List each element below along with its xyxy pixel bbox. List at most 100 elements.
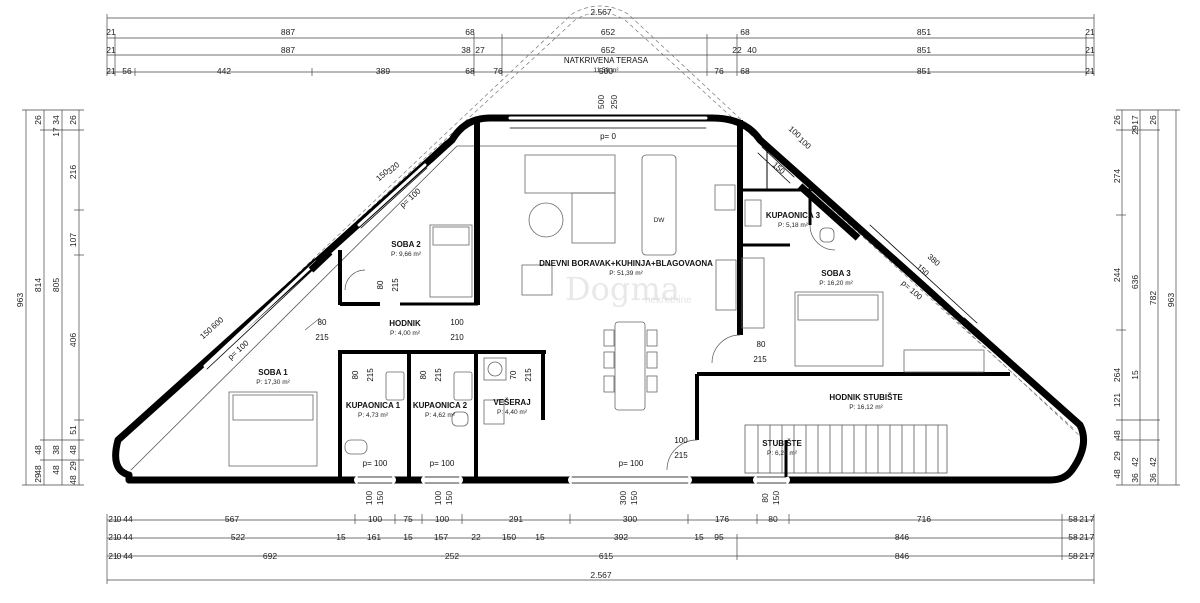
- dim-label: 150: [502, 532, 516, 542]
- dim-label: 652: [601, 27, 615, 37]
- dim-label: 15: [336, 532, 346, 542]
- dim-label: 21: [106, 27, 116, 37]
- dim-label: 887: [281, 45, 295, 55]
- dim-label: 0: [117, 532, 122, 542]
- room-soba1-name: SOBA 1: [258, 368, 288, 377]
- dim-label: 51: [68, 425, 78, 435]
- dim-label: 176: [715, 514, 729, 524]
- window-width: 600: [209, 315, 225, 331]
- dim-label: 21: [108, 514, 118, 524]
- room-kup2-name: KUPAONICA 2: [413, 401, 468, 410]
- dim-label: 22: [732, 45, 742, 55]
- dim-label: 157: [434, 532, 448, 542]
- dim-label: 274: [1112, 169, 1122, 183]
- door-width: 80: [318, 318, 327, 327]
- terrace-outline: [123, 5, 1083, 439]
- door-width: 80: [376, 280, 385, 289]
- top-total-width: 2.567: [590, 7, 612, 17]
- room-soba1-area: P: 17,30 m²: [256, 379, 290, 386]
- dim-label: 29: [68, 461, 78, 471]
- left-dim-labels: 963 814 48 48 805 38 48 26 216 107 406 5…: [15, 115, 78, 485]
- dim-label: 636: [1130, 275, 1140, 289]
- dim-label: 392: [614, 532, 628, 542]
- dim-label: 21: [1085, 66, 1095, 76]
- room-hodnik-stubiste-name: HODNIK STUBIŠTE: [829, 393, 903, 402]
- room-stubiste-name: STUBIŠTE: [762, 439, 802, 448]
- dim-label: 80: [760, 493, 770, 503]
- dim-label: 26: [1112, 115, 1122, 125]
- door-width: 100: [674, 436, 688, 445]
- note-p100-kup2: p= 100: [430, 459, 455, 468]
- bottom-total-width: 2.567: [590, 570, 612, 580]
- dim-label: 58: [1068, 551, 1078, 561]
- room-veseraj-area: P: 4,40 m²: [497, 409, 528, 416]
- dim-label: 252: [445, 551, 459, 561]
- dim-label: 21: [108, 551, 118, 561]
- dim-label: 615: [599, 551, 613, 561]
- dim-label: 782: [1148, 291, 1158, 305]
- dim-label: 15: [1130, 370, 1140, 380]
- dim-label: 42: [1148, 457, 1158, 467]
- door-height: 215: [315, 333, 329, 342]
- watermark-sub-text: nekretnine: [645, 295, 692, 306]
- dim-label: 107: [68, 233, 78, 247]
- dim-label: 38: [461, 45, 471, 55]
- dim-label: 846: [895, 532, 909, 542]
- dim-label: 68: [740, 66, 750, 76]
- dim-label: 244: [1112, 268, 1122, 282]
- window-width: 380: [926, 252, 942, 268]
- dim-label: 150: [375, 491, 385, 505]
- bottom-vertical-dims: 100 150 100 150 300 150 80 150: [364, 491, 781, 505]
- door-swings: [344, 224, 836, 471]
- bottom-row-3: 21 0 44 692 252 615 846 58 21 7: [108, 551, 1094, 561]
- interior-walls: [338, 120, 1010, 480]
- room-kup3-name: KUPAONICA 3: [766, 211, 821, 220]
- dim-label: 58: [1068, 514, 1078, 524]
- dim-label: 442: [217, 66, 231, 76]
- room-stubiste-area: P: 6,26 m²: [767, 450, 798, 457]
- dim-label: 42: [1130, 457, 1140, 467]
- room-living-name: DNEVNI BORAVAK+KUHINJA+BLAGOVAONA: [539, 259, 713, 268]
- room-labels: DNEVNI BORAVAK+KUHINJA+BLAGOVAONA P: 51,…: [256, 211, 903, 457]
- note-p100-kup1: p= 100: [363, 459, 388, 468]
- dim-label: 851: [917, 27, 931, 37]
- top-row-1: 21 887 68 652 68 851 21: [106, 27, 1095, 37]
- watermark: Dogma nekretnine: [565, 270, 692, 308]
- dim-label: 75: [403, 514, 413, 524]
- dim-label: 48: [33, 465, 43, 475]
- dishwasher-label: DW: [654, 217, 666, 224]
- dim-label: 150: [771, 491, 781, 505]
- dim-label: 29: [1130, 125, 1140, 135]
- watermark-logo-text: Dogma: [565, 270, 680, 308]
- door-width: 70: [509, 370, 518, 379]
- top-row-2: 21 887 38 27 652 22 40 851 21: [106, 45, 1095, 55]
- dim-label: 68: [465, 27, 475, 37]
- top-vertical-dims: 500 250: [596, 95, 619, 109]
- dim-label: 38: [51, 445, 61, 455]
- dim-label: 500: [599, 66, 613, 76]
- door-height: 215: [391, 278, 400, 292]
- dim-label: 76: [493, 66, 503, 76]
- dim-label: 56: [122, 66, 132, 76]
- top-dimensions: [106, 14, 1095, 76]
- dim-label: 500: [596, 95, 606, 109]
- dim-label: 76: [714, 66, 724, 76]
- dim-label: 21: [1079, 532, 1089, 542]
- dim-label: 161: [367, 532, 381, 542]
- bottom-row-2: 21 0 44 522 15 161 15 157 22 150 15 392 …: [108, 532, 1094, 542]
- wall-stubs: [308, 140, 985, 341]
- dim-label: 15: [535, 532, 545, 542]
- dim-label: 846: [895, 551, 909, 561]
- dim-label: 15: [403, 532, 413, 542]
- dim-label: 36: [1148, 473, 1158, 483]
- note-p0: p= 0: [600, 132, 616, 141]
- door-height: 215: [674, 451, 688, 460]
- dim-label: 100: [364, 491, 374, 505]
- room-living-area: P: 51,39 m²: [609, 270, 643, 277]
- dim-label: 21: [106, 66, 116, 76]
- dim-label: 300: [618, 491, 628, 505]
- dim-label: 963: [1166, 293, 1176, 307]
- dim-label: 21: [108, 532, 118, 542]
- dim-label: 26: [68, 115, 78, 125]
- dim-label: 406: [68, 333, 78, 347]
